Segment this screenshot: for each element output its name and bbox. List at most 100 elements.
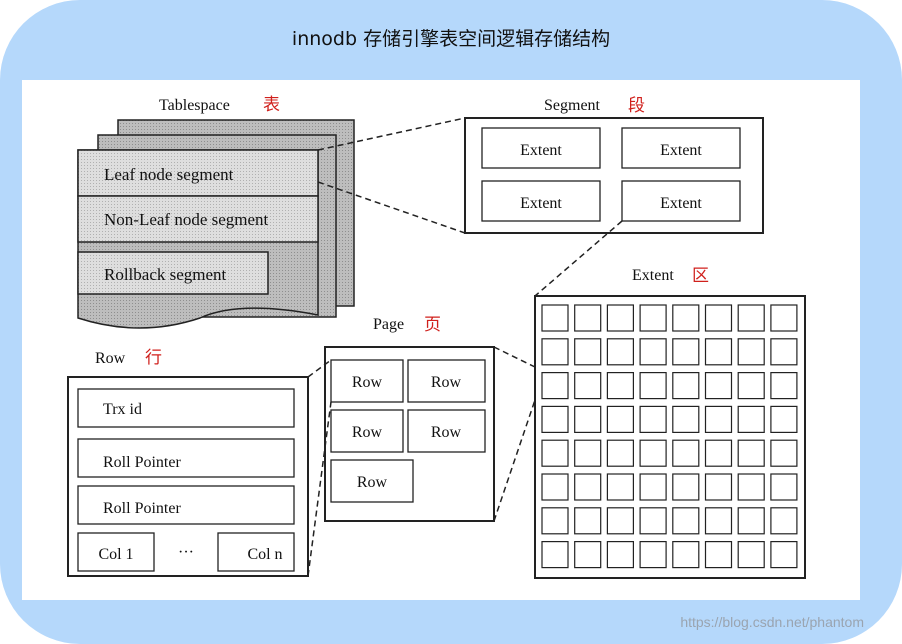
segment-title-label: Segment [544,97,601,114]
page-group: Page 页 Row Row Row Row Row [324,315,495,522]
extent-page-cell [770,507,798,535]
diagram-title: innodb 存储引擎表空间逻辑存储结构 [291,28,611,50]
extent-page-cell [541,304,569,332]
row-field-roll-pointer-2: Roll Pointer [103,500,181,517]
extent-page-cell [737,540,765,569]
extent-page-cell [704,507,733,535]
segment-nonleaf-label: Non-Leaf node segment [104,210,269,229]
extent-page-cell [574,439,602,467]
extent-box-3 [481,180,601,222]
extent-page-cell [639,439,667,467]
extent-page-cell [672,338,700,366]
tablespace-label-cn: 表 [263,95,280,115]
connector-segment-extent [534,220,623,297]
row-col-last-box [217,532,295,572]
extent-page-cell [606,473,635,501]
extent-page-cell [541,507,569,535]
extent-page-cell [672,304,700,332]
extent-page-cell [737,405,765,433]
extent-title-cn: 区 [692,266,709,286]
extent-page-cell [606,338,635,366]
segment-rollback-box [77,251,269,295]
extent-page-cell [541,405,569,433]
extent-page-cell [574,338,602,366]
row-field-box-1 [77,388,295,428]
extent-page-cell [574,473,602,501]
extent-box-2 [621,127,741,169]
extent-page-cell [770,372,798,400]
extent-page-cell [639,540,667,569]
tablespace-group: Leaf node segment Non-Leaf node segment … [77,95,355,329]
extent-page-cell [672,540,700,569]
extent-page-cell [672,372,700,400]
extent-page-cell [574,304,602,332]
segment-nonleaf-box [77,195,319,243]
extent-page-cell [541,540,569,569]
page-row-label-2: Row [431,374,462,391]
extent-page-cell [704,405,733,433]
extent-box-1-label: Extent [520,142,562,159]
extent-page-cell [541,372,569,400]
extent-group: Extent 区 [534,266,806,579]
extent-page-cell [574,372,602,400]
extent-page-cell [606,507,635,535]
page-row-label-5: Row [357,474,388,491]
segment-leaf-label: Leaf node segment [104,165,234,184]
page-title-cn: 页 [424,315,441,335]
extent-page-cell [737,507,765,535]
extent-page-cell [606,540,635,569]
row-field-roll-pointer-1: Roll Pointer [103,454,181,471]
extent-title-label: Extent [632,267,674,284]
extent-page-cell [639,338,667,366]
extent-page-cell [672,439,700,467]
extent-page-cell [770,439,798,467]
connector-row-page-top [307,359,332,378]
extent-page-cell [704,540,733,569]
extent-page-cell [541,439,569,467]
extent-page-grid [541,304,798,569]
extent-box-4-label: Extent [660,195,702,212]
extent-box-4 [621,180,741,222]
extent-page-cell [770,304,798,332]
extent-page-cell [737,439,765,467]
extent-page-cell [541,473,569,501]
page-row-box-1 [330,359,404,403]
row-field-box-2 [77,438,295,478]
extent-page-cell [606,439,635,467]
extent-page-cell [606,405,635,433]
page-title-label: Page [373,316,404,333]
row-field-trx-id: Trx id [103,401,142,418]
extent-page-cell [672,405,700,433]
segment-rollback-label: Rollback segment [104,265,227,284]
watermark-text: https://blog.csdn.net/phantom [680,614,864,630]
connector-tablespace-segment-top [317,117,466,151]
extent-page-cell [639,304,667,332]
page-row-box-5 [330,459,414,503]
segment-title-cn: 段 [628,96,645,116]
extent-page-cell [606,372,635,400]
extent-page-cell [737,304,765,332]
page-row-box-3 [330,409,404,453]
extent-page-cell [770,473,798,501]
extent-page-cell [704,439,733,467]
extent-page-cell [770,540,798,569]
extent-page-cell [672,507,700,535]
extent-page-cell [574,507,602,535]
extent-page-cell [704,372,733,400]
page-row-box-4 [407,409,486,453]
extent-page-cell [737,338,765,366]
page-row-label-4: Row [431,424,462,441]
row-title-label: Row [95,350,126,367]
connector-page-extent-bottom [493,399,536,522]
extent-page-cell [704,473,733,501]
connector-page-extent-top [493,346,536,368]
extent-page-cell [574,405,602,433]
connector-tablespace-segment-bottom [317,181,466,234]
extent-page-cell [770,405,798,433]
segment-group: Segment 段 Extent Extent Extent Extent [464,96,764,234]
extent-page-cell [541,338,569,366]
extent-box-1 [481,127,601,169]
extent-page-cell [606,304,635,332]
